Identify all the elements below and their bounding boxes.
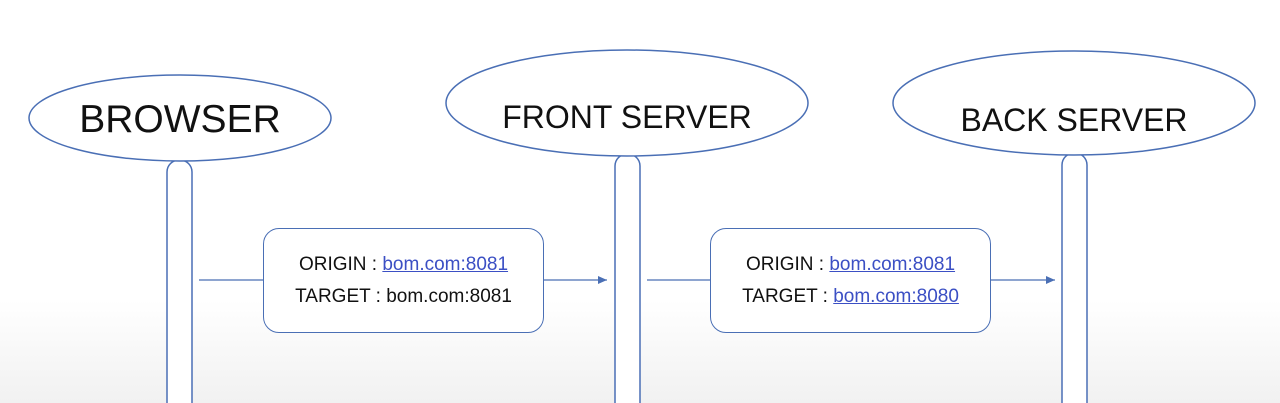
target-label: TARGET : — [742, 285, 834, 307]
actor-front-server: FRONT SERVER — [445, 49, 809, 157]
target-line: TARGET : bom.com:8081 — [295, 281, 512, 313]
actor-browser: BROWSER — [28, 74, 332, 162]
origin-link[interactable]: bom.com:8081 — [382, 253, 509, 275]
message-box-browser-to-front: ORIGIN : bom.com:8081 TARGET : bom.com:8… — [263, 228, 544, 333]
origin-line: ORIGIN : bom.com:8081 — [746, 249, 955, 281]
lifeline-front-server — [614, 153, 641, 403]
origin-label: ORIGIN : — [298, 253, 383, 275]
target-label: TARGET : — [295, 285, 387, 307]
actor-back-server-label: BACK SERVER — [960, 102, 1187, 138]
target-link[interactable]: bom.com:8080 — [833, 285, 959, 307]
origin-link[interactable]: bom.com:8081 — [829, 253, 956, 275]
actor-front-server-label: FRONT SERVER — [502, 99, 752, 135]
lifeline-back-server — [1061, 152, 1088, 403]
origin-label: ORIGIN : — [745, 253, 830, 275]
target-line: TARGET : bom.com:8080 — [742, 281, 959, 313]
actor-back-server: BACK SERVER — [892, 50, 1256, 156]
target-value: bom.com:8081 — [386, 285, 512, 307]
origin-line: ORIGIN : bom.com:8081 — [299, 249, 508, 281]
message-box-front-to-back: ORIGIN : bom.com:8081 TARGET : bom.com:8… — [710, 228, 991, 333]
lifeline-browser — [166, 159, 193, 403]
actor-browser-label: BROWSER — [79, 98, 281, 141]
